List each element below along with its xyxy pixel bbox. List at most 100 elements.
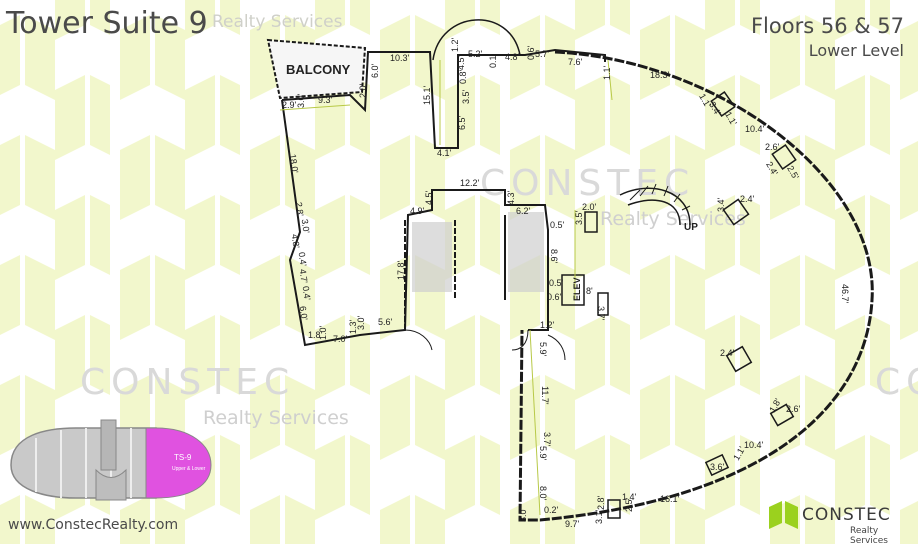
dim: 0.8' [458,69,468,84]
dim: 0.6' [547,292,562,302]
dim: 3.5' [461,89,471,104]
dim: 5.2' [468,49,483,59]
dim: 18.3' [650,70,670,80]
dim: 1.2' [540,320,555,330]
dim: 2.0' [582,202,597,212]
dim: 3.6' [710,462,725,472]
dim: 3.0' [300,218,312,234]
dim: 10.3' [390,53,410,63]
dim: 6.0' [370,63,380,78]
column-2 [597,292,609,316]
dim: 12.2' [460,178,480,188]
column-3 [722,198,750,226]
up-label: UP [684,222,698,233]
west-wall-lower [281,99,549,347]
dim: 3.0' [356,315,366,330]
dim: 6.2' [516,206,531,216]
logo-sub: Realty Services [850,526,888,544]
dim: 7.0' [333,334,348,344]
west-wall [281,48,606,149]
column-7 [769,403,795,427]
suite-highlight [145,427,212,499]
dim: 46.7' [840,284,850,304]
door-swing-2 [511,329,529,351]
dim: 6.0' [298,305,310,321]
arch-alcove [432,19,521,61]
key-suite-label: TS-9 [174,453,192,462]
watermark-brand-center: CONSTEC [480,163,696,204]
logo-name: CONSTEC [802,505,891,525]
dim: 4.8' [505,52,520,62]
dim: 10.4' [744,440,764,450]
dim: 4.8' [290,233,302,249]
dim: 1.1' [602,65,612,80]
dim: 5.7' [535,49,550,59]
door-swing-3 [547,334,566,361]
column-9 [607,499,621,519]
dim: 4.1' [437,148,452,158]
door-swing-1 [404,329,433,351]
dim: 2.5' [624,497,634,512]
website-link[interactable]: www.ConstecRealty.com [8,517,179,533]
dim: 16.1' [660,494,680,504]
oval-exterior-wall [518,50,874,522]
dim: 5.6' [378,317,393,327]
dim: 10.4' [745,124,765,134]
title-watermark: Realty Services [212,12,343,32]
dim: 0.4' [297,251,309,267]
dim: 3.0' [518,507,528,522]
dim: 0.1' [488,53,498,68]
dim: 4.5' [424,190,434,205]
elevator-box [561,274,585,306]
dim: 4.3' [506,190,516,205]
dim: 2.9' [282,100,297,110]
dim: 8' [586,286,593,296]
dim: 2.8' [596,495,606,510]
dim: 0.2' [544,505,559,515]
dim: 18.0' [288,153,301,174]
dim: 2.6' [786,404,801,414]
dim: 2.4' [720,348,735,358]
dim: 8.6' [549,249,559,264]
dim: 9.3' [318,95,333,105]
watermark-sub-left: Realty Services [203,407,349,429]
dim: 4.9' [410,206,425,216]
dim: 3.0' [296,93,306,108]
dim: 11.7' [540,386,550,405]
dim: 0.6' [526,45,536,60]
dim: 3.4' [716,197,726,212]
dim: 15.1' [422,85,432,105]
dim: 2.6' [765,142,780,152]
dim: 2.0' [358,83,368,98]
dim: 0.5' [550,220,565,230]
dim: 2.4' [740,194,755,204]
dim: 3.5' [574,210,584,225]
watermark-brand-left: CONSTEC [80,362,296,403]
balcony-label: BALCONY [286,62,351,77]
dim: 3.4' [707,100,723,118]
level-label: Lower Level [808,41,904,60]
dim: 1.1' [723,110,739,128]
balcony-outline [266,38,367,100]
dim: 2.4' [764,160,780,178]
dim: 2.5' [785,164,801,182]
key-suite-sublabel: Upper & Lower [172,466,206,472]
elevator-label: ELEV [572,277,582,301]
dim: 1.4' [622,492,637,502]
column-8 [704,453,730,477]
dim: 17.8' [396,260,406,280]
dim: 8.0' [538,486,548,501]
building-key-plan: TS-9 Upper & Lower [10,419,212,501]
column-1 [584,211,598,233]
constec-logo-icon [769,501,798,529]
watermark-brand-right: CONSTEC [875,362,918,403]
page-title: Tower Suite 9 [6,6,208,41]
dim: 3.7' [596,306,606,321]
dim: 1.3' [348,319,358,334]
dim: 1.8' [308,330,323,340]
dim: 5.9' [538,342,548,357]
dim: 1.2' [450,37,460,52]
